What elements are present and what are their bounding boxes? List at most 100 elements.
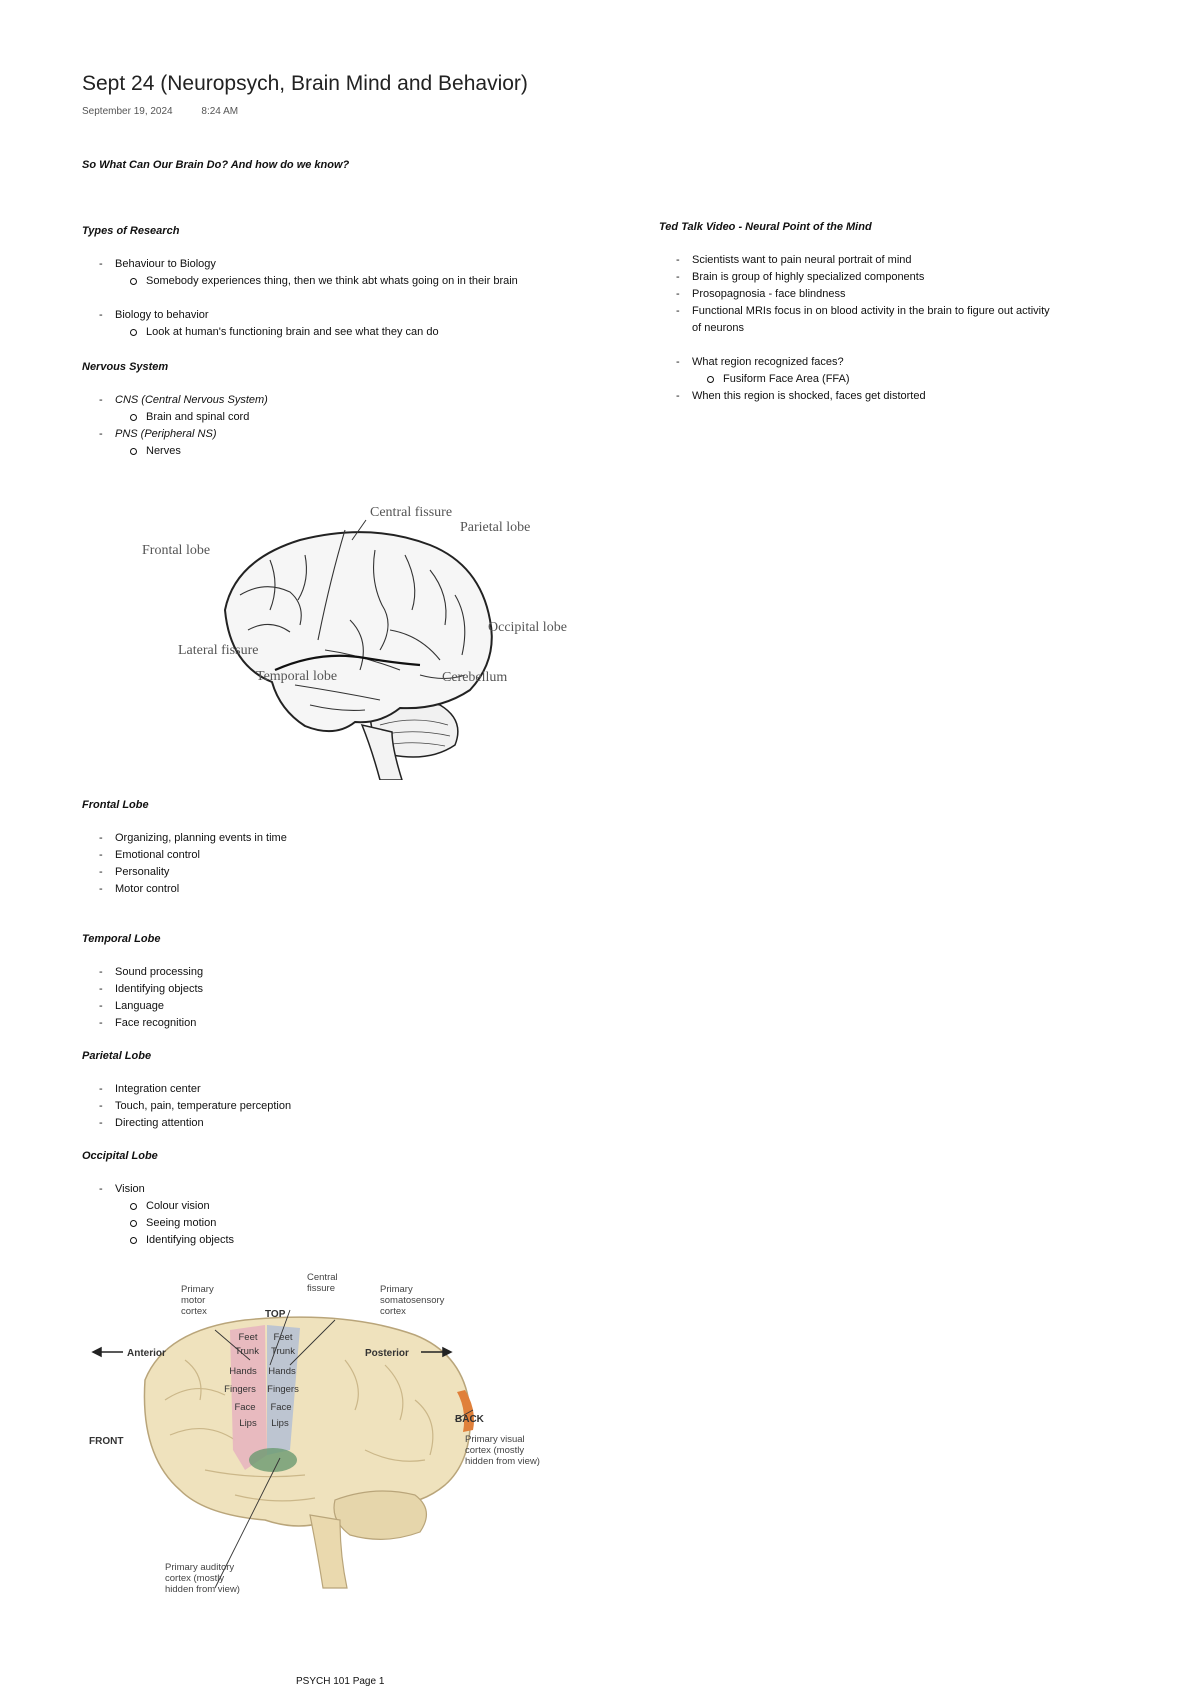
label-primary-motor-2: motor [181,1295,205,1306]
list-item: Organizing, planning events in time [82,830,287,847]
motor-face: Face [234,1402,255,1413]
leader-lines [214,1309,474,1589]
label-frontal-lobe: Frontal lobe [142,543,210,558]
list-subitem: Colour vision [115,1198,234,1215]
list-item: Identifying objects [82,981,203,998]
list-item: Vision Colour vision Seeing motion Ident… [82,1181,234,1249]
sensory-feet: Feet [273,1332,292,1343]
page-footer: PSYCH 101 Page 1 [296,1676,385,1687]
occipital-lobe-list: Vision Colour vision Seeing motion Ident… [82,1181,234,1249]
brain-stem-shape [360,723,403,780]
heading-temporal-lobe: Temporal Lobe [82,933,161,945]
label-primary-somato-1: Primary [380,1284,413,1295]
direction-arrows [91,1346,453,1358]
brain-stem-shape [309,1514,348,1589]
parietal-lobe-list: Integration center Touch, pain, temperat… [82,1081,291,1132]
list-item: Face recognition [82,1015,203,1032]
nervous-system-list: CNS (Central Nervous System) Brain and s… [82,392,268,460]
auditory-cortex-area [249,1448,297,1472]
lateral-fissure-line [274,654,421,672]
sensory-hands: Hands [268,1366,296,1377]
brain-body-shape [143,1316,472,1527]
page-date: September 19, 2024 [82,106,173,117]
visual-cortex-area [457,1390,474,1432]
label-central-fissure-1: Central [307,1272,338,1283]
label-primary-motor-3: cortex [181,1306,207,1317]
brain-cortex-figure: Central fissure Primary motor cortex TOP… [89,1272,540,1595]
brain-lobes-figure: Central fissure Parietal lobe Frontal lo… [142,505,567,780]
list-subitem: Identifying objects [115,1232,234,1249]
label-parietal-lobe: Parietal lobe [460,520,530,535]
label-anterior: Anterior [127,1348,166,1359]
list-item: Integration center [82,1081,291,1098]
list-item: Touch, pain, temperature perception [82,1098,291,1115]
list-item: Scientists want to pain neural portrait … [659,252,1059,269]
label-primary-motor-1: Primary [181,1284,214,1295]
list-item: Language [82,998,203,1015]
label-primary-visual-2: cortex (mostly [465,1445,524,1456]
heading-nervous-system: Nervous System [82,361,169,373]
list-item: Sound processing [82,964,203,981]
frontal-lobe-list: Organizing, planning events in time Emot… [82,830,287,898]
label-central-fissure: Central fissure [370,505,452,520]
label-primary-visual-1: Primary visual [465,1434,525,1445]
label-front: FRONT [89,1436,123,1447]
temporal-lobe-list: Sound processing Identifying objects Lan… [82,964,203,1032]
list-item: What region recognized faces? Fusiform F… [659,354,1059,388]
label-primary-auditory-3: hidden from view) [165,1584,240,1595]
heading-parietal-lobe: Parietal Lobe [82,1050,152,1062]
somatosensory-cortex-strip [267,1325,300,1455]
page-time: 8:24 AM [201,106,239,117]
list-subitem: Brain and spinal cord [115,409,268,426]
motor-lips: Lips [239,1418,257,1429]
label-primary-somato-3: cortex [380,1306,406,1317]
label-cerebellum: Cerebellum [442,670,507,685]
label-primary-auditory-2: cortex (mostly [165,1573,224,1584]
motor-trunk: Trunk [235,1346,259,1357]
gyri-lines [164,1359,434,1502]
list-item: Functional MRIs focus in on blood activi… [659,303,1059,337]
label-lateral-fissure: Lateral fissure [178,643,258,658]
list-item: Prosopagnosia - face blindness [659,286,1059,303]
label-primary-somato-2: somatosensory [380,1295,445,1306]
page-title: Sept 24 (Neuropsych, Brain Mind and Beha… [82,72,528,95]
list-subitem: Look at human's functioning brain and se… [115,324,518,341]
list-subitem: Fusiform Face Area (FFA) [692,371,1059,388]
sensory-face: Face [270,1402,291,1413]
motor-feet: Feet [238,1332,257,1343]
list-subitem: Nerves [115,443,268,460]
label-occipital-lobe: Occipital lobe [488,620,567,635]
heading-frontal-lobe: Frontal Lobe [82,799,149,811]
list-item: Emotional control [82,847,287,864]
list-item: Brain is group of highly specialized com… [659,269,1059,286]
heading-brain-do: So What Can Our Brain Do? And how do we … [82,159,350,171]
motor-part-labels: Feet Trunk Hands Fingers Face Lips [224,1332,259,1429]
sensory-part-labels: Feet Trunk Hands Fingers Face Lips [267,1332,299,1429]
list-subitem: Somebody experiences thing, then we thin… [115,273,518,290]
list-item: Directing attention [82,1115,291,1132]
label-temporal-lobe: Temporal lobe [256,669,337,684]
label-top: TOP [265,1309,286,1320]
list-item: Motor control [82,881,287,898]
heading-ted-talk: Ted Talk Video - Neural Point of the Min… [659,221,872,233]
list-item: PNS (Peripheral NS) Nerves [82,426,268,460]
heading-occipital-lobe: Occipital Lobe [82,1150,158,1162]
sensory-lips: Lips [271,1418,289,1429]
list-item: Behaviour to Biology Somebody experience… [82,256,518,290]
label-posterior: Posterior [365,1348,409,1359]
motor-fingers: Fingers [224,1384,256,1395]
list-item: CNS (Central Nervous System) Brain and s… [82,392,268,426]
label-primary-auditory-1: Primary auditory [165,1562,234,1573]
page-meta: September 19, 2024 8:24 AM [82,106,264,117]
list-subitem: Seeing motion [115,1215,234,1232]
motor-hands: Hands [229,1366,257,1377]
label-back: BACK [455,1414,485,1425]
sensory-fingers: Fingers [267,1384,299,1395]
list-item: When this region is shocked, faces get d… [659,388,1059,405]
motor-cortex-strip [230,1325,267,1470]
heading-types-research: Types of Research [82,225,180,237]
list-item: Personality [82,864,287,881]
types-research-list: Behaviour to Biology Somebody experience… [82,256,518,341]
list-item: Biology to behavior Look at human's func… [82,307,518,341]
ted-talk-list: Scientists want to pain neural portrait … [659,252,1059,405]
